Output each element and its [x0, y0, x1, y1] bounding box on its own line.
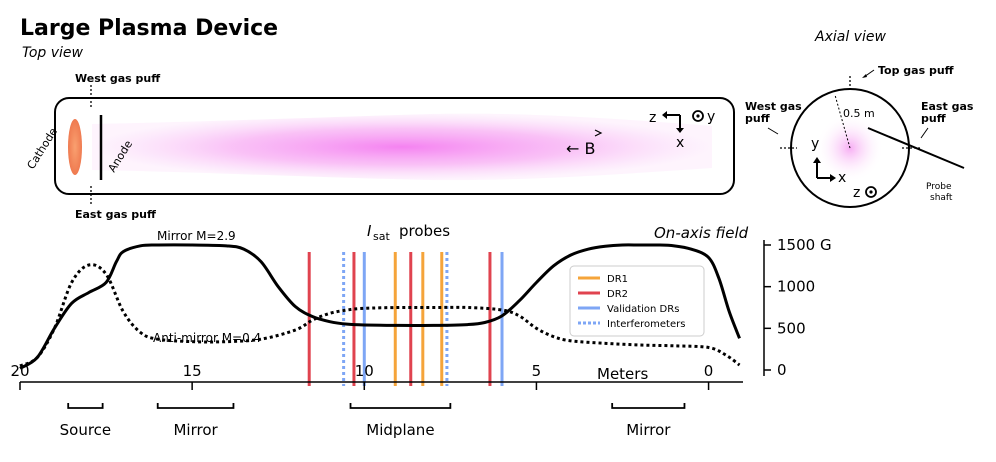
y-tick-label-500: 500 [777, 319, 806, 337]
axial-axis-z-label: z [853, 185, 860, 201]
axial-radius-label: 0.5 m [843, 107, 875, 120]
plasma-column [92, 113, 712, 181]
region-bracket-1 [67, 403, 104, 409]
top-axis-y-label: y [707, 109, 715, 125]
isat-label-sub: sat [373, 230, 390, 243]
top-gas-puff-arrowhead [862, 74, 867, 78]
west-gas-puff-label: West gas puff [75, 72, 160, 85]
y-ticks-group: 1500 G 1000 500 0 [764, 236, 832, 379]
region-label-2: Mirror [173, 421, 218, 439]
device-vessel [54, 97, 735, 195]
region-label-4: Mirror [626, 421, 671, 439]
axial-east-puff-label: puff [921, 112, 946, 125]
b-field-label: ← B [566, 139, 595, 158]
axial-axis-z-into-page [865, 186, 877, 198]
top-axis-z-arrowhead [662, 111, 667, 119]
axial-view-diagram: 0.5 m Probe shaft Top gas puff West gas … [745, 64, 974, 208]
legend-label-1: DR1 [607, 274, 628, 285]
axial-axis-x-label: x [838, 170, 846, 186]
y-tick-label-1000: 1000 [777, 278, 815, 296]
x-tick-label-15: 15 [183, 362, 202, 380]
region-label-1: Source [60, 421, 112, 439]
axial-west-arrow [767, 127, 779, 135]
top-axis-y-out-of-page [692, 110, 704, 122]
figure-title: Large Plasma Device [20, 16, 278, 41]
onaxis-field-label: On-axis field [654, 224, 749, 242]
x-tick-label-5: 5 [532, 362, 542, 380]
probe-lines-group [307, 252, 504, 386]
cathode [68, 119, 82, 175]
x-tick-label-0: 0 [704, 362, 714, 380]
axial-west-gas-label: West gas [745, 100, 802, 113]
region-bracket-2 [156, 403, 235, 409]
top-gas-puff-label: Top gas puff [878, 64, 954, 77]
isat-label-rest: probes [399, 222, 450, 240]
series-label-antimirror: Anti-mirror M=0.4 [153, 331, 261, 345]
axial-radius-line [834, 94, 851, 149]
series-line-mirror [19, 243, 741, 370]
axial-axis-z-dot [869, 190, 873, 194]
top-axis-x-arrowhead [676, 128, 684, 133]
top-axis-z-label: z [649, 110, 656, 126]
regions-group: Source Mirror Midplane Mirror [60, 403, 686, 439]
x-tick-label-20: 20 [10, 362, 29, 380]
series-line-antimirror [19, 263, 741, 368]
shaft-label: shaft [930, 193, 953, 203]
top-axis-y-dot [696, 114, 700, 118]
series-lines-group [19, 243, 741, 370]
b-vector-hat [594, 129, 603, 137]
region-bracket-3 [349, 403, 452, 409]
x-ticks-group: 20 15 10 5 0 [10, 362, 713, 390]
field-profile-chart: I sat probes On-axis field 20 15 10 5 0 Mete… [10, 222, 831, 439]
region-bracket-4 [611, 403, 686, 409]
legend-label-2: DR2 [607, 289, 628, 300]
axial-east-arrow [920, 127, 929, 139]
top-view-diagram: Cathode Anode West gas puff East gas puf… [25, 72, 735, 221]
axial-axis-y-label: y [811, 136, 819, 152]
legend-box [569, 265, 705, 337]
top-axis-x-label: x [676, 135, 684, 151]
axial-west-puff-label: puff [745, 112, 770, 125]
region-label-3: Midplane [366, 421, 434, 439]
axial-axis-y-arrowhead [813, 157, 821, 163]
series-label-mirror: Mirror M=2.9 [157, 229, 236, 243]
y-tick-label-0: 0 [777, 361, 787, 379]
legend-label-3: Validation DRs [607, 304, 679, 315]
axial-view-label: Axial view [814, 29, 886, 45]
top-view-label: Top view [22, 45, 84, 61]
axial-east-gas-label: East gas [921, 100, 974, 113]
legend-label-4: Interferometers [607, 319, 685, 330]
probe-label: Probe [926, 182, 952, 192]
y-tick-label-1500: 1500 G [777, 236, 832, 254]
isat-label-main: I [367, 222, 372, 240]
x-axis-label: Meters [597, 365, 648, 383]
axial-axis-x-arrowhead [830, 174, 836, 182]
x-tick-label-10: 10 [355, 362, 374, 380]
east-gas-puff-label: East gas puff [75, 208, 156, 221]
